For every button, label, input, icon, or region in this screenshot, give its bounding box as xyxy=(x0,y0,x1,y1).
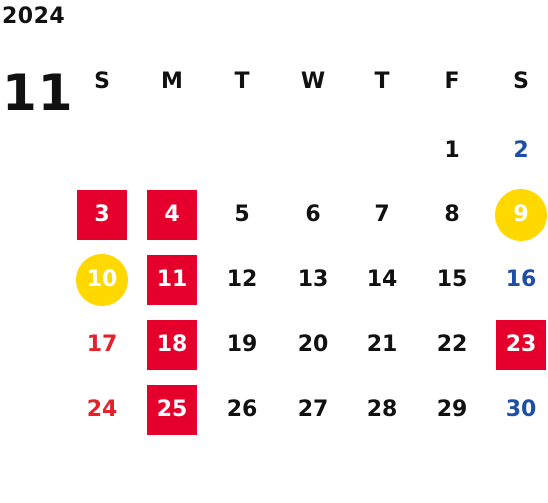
year-label: 2024 xyxy=(2,4,66,29)
day-cell: 30 xyxy=(494,385,548,435)
day-cell: 1 xyxy=(425,126,479,176)
day-cell: 27 xyxy=(286,385,340,435)
day-cell: 8 xyxy=(425,190,479,240)
weekday-thursday: T xyxy=(374,69,390,94)
day-number: 7 xyxy=(374,202,390,227)
day-number: 28 xyxy=(366,397,398,422)
day-cell: 6 xyxy=(286,190,340,240)
weekday-sunday: S xyxy=(94,69,110,94)
day-number: 1 xyxy=(444,138,460,163)
day-number: 21 xyxy=(366,332,398,357)
day-cell: 22 xyxy=(425,320,479,370)
day-cell: 16 xyxy=(494,255,548,305)
day-cell: 25 xyxy=(145,385,199,435)
day-cell: 21 xyxy=(355,320,409,370)
day-cell: 14 xyxy=(355,255,409,305)
weekday-wednesday: W xyxy=(300,69,326,94)
day-cell: 13 xyxy=(286,255,340,305)
day-cell: 10 xyxy=(75,254,129,306)
day-number: 2 xyxy=(513,138,529,163)
day-number: 24 xyxy=(86,397,118,422)
day-cell: 4 xyxy=(145,190,199,240)
day-cell: 11 xyxy=(145,255,199,305)
day-cell: 23 xyxy=(494,320,548,370)
day-number: 11 xyxy=(156,267,188,292)
day-cell: 2 xyxy=(494,126,548,176)
month-number: 11 xyxy=(2,64,74,122)
day-number: 25 xyxy=(156,397,188,422)
day-cell: 12 xyxy=(215,255,269,305)
day-cell: 17 xyxy=(75,320,129,370)
weekday-saturday: S xyxy=(513,69,529,94)
day-cell: 26 xyxy=(215,385,269,435)
day-cell: 19 xyxy=(215,320,269,370)
day-number: 3 xyxy=(94,202,110,227)
day-number: 17 xyxy=(86,332,118,357)
day-number: 18 xyxy=(156,332,188,357)
day-number: 8 xyxy=(444,202,460,227)
day-cell: 18 xyxy=(145,320,199,370)
day-cell: 5 xyxy=(215,190,269,240)
day-number: 10 xyxy=(86,267,118,292)
day-number: 14 xyxy=(366,267,398,292)
weekday-tuesday: T xyxy=(234,69,250,94)
day-number: 20 xyxy=(297,332,329,357)
day-number: 26 xyxy=(226,397,258,422)
day-number: 22 xyxy=(436,332,468,357)
day-cell: 7 xyxy=(355,190,409,240)
day-number: 30 xyxy=(505,397,537,422)
day-cell: 15 xyxy=(425,255,479,305)
day-cell: 29 xyxy=(425,385,479,435)
day-number: 29 xyxy=(436,397,468,422)
day-number: 16 xyxy=(505,267,537,292)
day-number: 12 xyxy=(226,267,258,292)
day-number: 27 xyxy=(297,397,329,422)
day-cell: 9 xyxy=(494,189,548,241)
weekday-header: S M T W T F S xyxy=(0,65,548,99)
day-number: 5 xyxy=(234,202,250,227)
day-number: 15 xyxy=(436,267,468,292)
day-cell: 24 xyxy=(75,385,129,435)
day-number: 13 xyxy=(297,267,329,292)
day-number: 4 xyxy=(164,202,180,227)
day-number: 19 xyxy=(226,332,258,357)
weekday-friday: F xyxy=(444,69,460,94)
day-number: 23 xyxy=(505,332,537,357)
day-cell: 20 xyxy=(286,320,340,370)
day-cell: 28 xyxy=(355,385,409,435)
day-number: 6 xyxy=(305,202,321,227)
day-cell: 3 xyxy=(75,190,129,240)
day-number: 9 xyxy=(513,202,529,227)
weekday-monday: M xyxy=(161,69,183,94)
